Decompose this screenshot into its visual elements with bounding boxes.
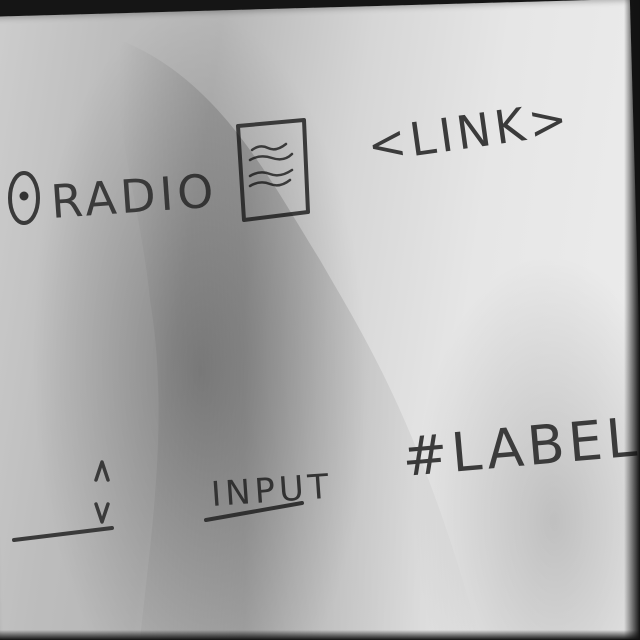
field-underline — [12, 526, 114, 542]
board-frame-bottom — [0, 630, 640, 640]
board-frame-right — [624, 0, 640, 640]
textarea-icon — [236, 118, 310, 222]
label-label: #LABEL — [400, 405, 640, 489]
link-label: <LINK> — [364, 91, 574, 173]
radio-label: RADIO — [49, 163, 219, 229]
radio-button-icon — [8, 171, 40, 225]
stepper-arrows-icon — [94, 460, 110, 524]
